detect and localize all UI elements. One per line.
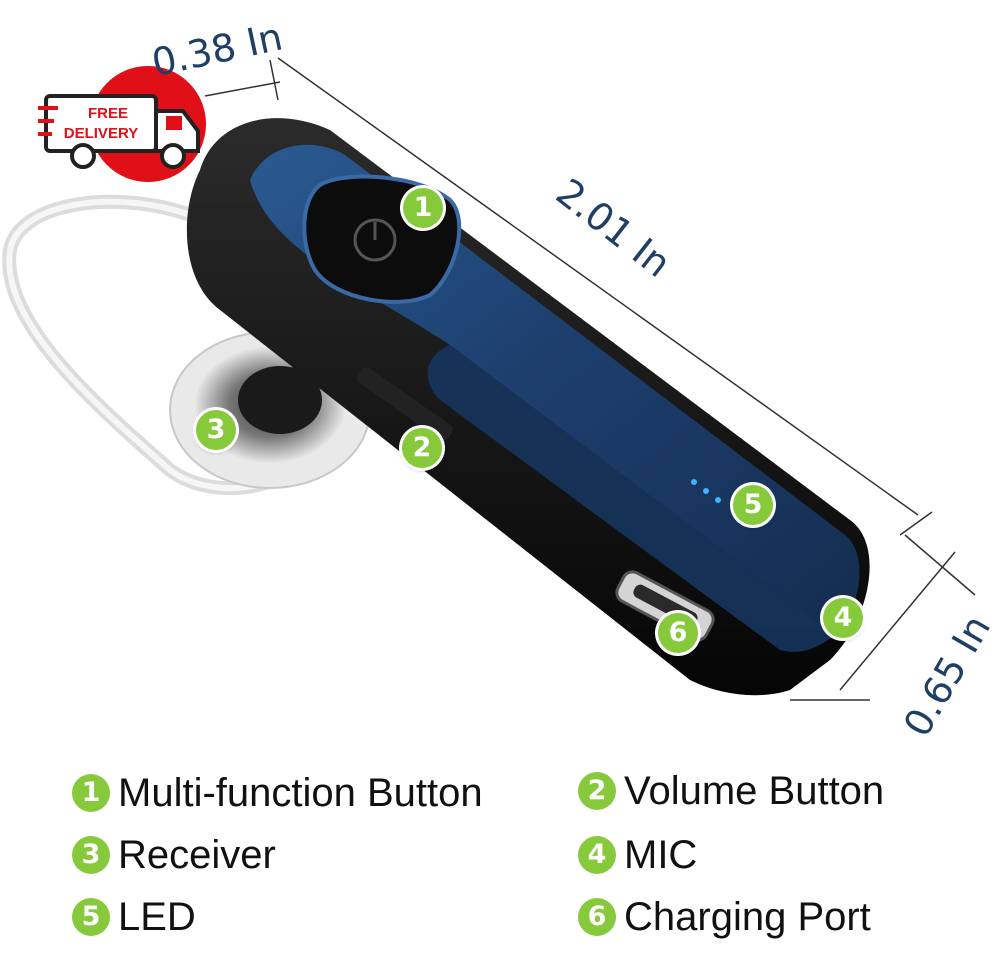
- legend-label: Charging Port: [624, 894, 871, 939]
- free-delivery-badge: FREE DELIVERY: [38, 66, 206, 182]
- legend-number: 1: [72, 774, 110, 812]
- callout-volume-button: 2: [402, 428, 442, 468]
- legend-label: Volume Button: [624, 768, 885, 813]
- legend-item-multi-function-button: 1 Multi-function Button: [72, 765, 483, 821]
- legend-number: 3: [72, 836, 110, 874]
- headset-body: [186, 118, 870, 696]
- legend-label: Receiver: [118, 832, 276, 877]
- legend-number: 6: [578, 898, 616, 936]
- callout-led: 5: [733, 485, 773, 525]
- badge-line1: FREE: [88, 105, 128, 122]
- callout-charging-port: 6: [658, 613, 698, 653]
- callout-multi-function-button: 1: [403, 188, 443, 228]
- legend-label: Multi-function Button: [118, 770, 483, 815]
- legend-item-mic: 4 MIC: [578, 827, 697, 883]
- legend-item-receiver: 3 Receiver: [72, 827, 276, 883]
- callout-receiver: 3: [196, 410, 236, 450]
- legend-item-led: 5 LED: [72, 889, 196, 945]
- badge-line2: DELIVERY: [64, 125, 138, 142]
- legend-label: LED: [118, 894, 196, 939]
- legend-item-charging-port: 6 Charging Port: [578, 889, 871, 945]
- legend-number: 5: [72, 898, 110, 936]
- legend-number: 4: [578, 836, 616, 874]
- ear-hook: [2, 194, 306, 496]
- legend-label: MIC: [624, 832, 698, 877]
- legend-item-volume-button: 2 Volume Button: [578, 763, 884, 819]
- legend-number: 2: [578, 772, 616, 810]
- dimension-lines: [204, 57, 976, 701]
- callout-mic: 4: [823, 598, 863, 638]
